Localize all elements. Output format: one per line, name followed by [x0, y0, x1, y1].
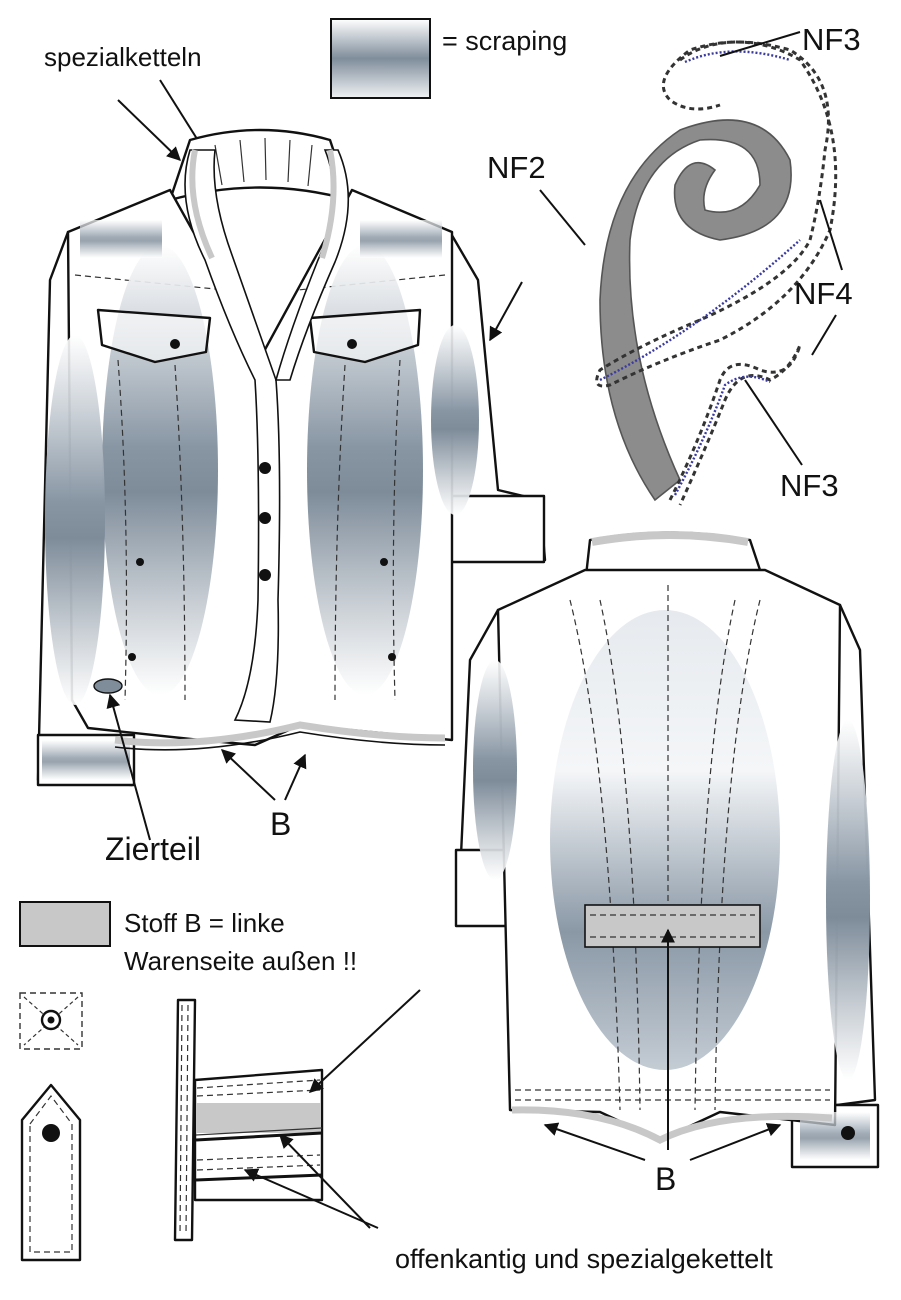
back-scraping-main [550, 610, 780, 1070]
hem-detail-band-bold [195, 1131, 323, 1142]
fabric-b-legend-swatch [19, 901, 111, 947]
front-scraping-left-shoulder [80, 220, 162, 258]
spezialketteln-label: spezialketteln [44, 42, 202, 72]
front-hem-band-outline [114, 731, 446, 751]
nf3-top-label: NF3 [802, 22, 861, 57]
nf2-label: NF2 [487, 150, 546, 185]
front-b-label: B [270, 806, 291, 842]
front-sleeve-tab-leader [489, 281, 523, 342]
hem-detail-leader-top [308, 989, 421, 1093]
nf3-bottom-label: NF3 [780, 468, 839, 503]
back-cuff-button [841, 1126, 855, 1140]
zierteil-ornament [93, 678, 123, 694]
front-jacket [36, 128, 547, 787]
zierteil-label: Zierteil [105, 831, 201, 867]
nf2-leader [539, 189, 586, 246]
back-waistband [584, 904, 761, 948]
nf3-top-leader [719, 31, 801, 57]
front-rivet-left [136, 558, 144, 566]
scraping-legend-swatch [330, 18, 431, 99]
hem-detail-stitch-top [196, 1079, 321, 1097]
front-hem-band [114, 721, 446, 747]
fabric-b-legend-line1: Stoff B = linke [124, 908, 285, 938]
front-rivet-right [380, 558, 388, 566]
back-scraping-left-sleeve [473, 660, 517, 880]
front-collar-pleats [214, 137, 313, 187]
motif-gray-swirl [599, 119, 792, 502]
back-hem-band [511, 1106, 833, 1144]
offenkantig-label: offenkantig und spezialgekettelt [395, 1244, 773, 1274]
front-button-1 [259, 462, 271, 474]
zierteil-leader [106, 693, 151, 841]
front-right-pocket-button [347, 339, 357, 349]
hem-detail-leader-mid [279, 1133, 371, 1229]
front-left-pocket-flap [96, 308, 212, 364]
back-jacket [454, 531, 880, 1169]
front-scraping-left-sleeve [45, 335, 105, 705]
front-scraping-left-panel [102, 245, 218, 695]
front-right-pocket-flap [308, 308, 422, 364]
back-b-leader-1 [543, 1122, 646, 1161]
fabric-b-legend-line2: Warenseite außen !! [124, 946, 357, 976]
motif-dashed-outline-top [595, 40, 838, 388]
back-hem-stitch [515, 1089, 830, 1101]
nf4-leader-2 [811, 314, 837, 356]
front-rivet-right-low [388, 653, 396, 661]
back-scraping-right-sleeve [826, 720, 870, 1080]
front-ruffle-edge-gray-right [319, 149, 337, 259]
front-scraping-left-cuff [42, 740, 130, 780]
front-button-2 [259, 512, 271, 524]
back-panel-seams [569, 585, 761, 1111]
nf3-bottom-leader [744, 379, 803, 466]
front-left-pocket-button [170, 339, 180, 349]
spezialketteln-leader-1 [117, 99, 182, 161]
hem-edge-detail [173, 989, 421, 1242]
front-ruffle-edge-gray [189, 149, 215, 260]
motif-blue-stitch-top [599, 50, 801, 382]
front-scraping-right-sleeve [431, 325, 479, 515]
hem-detail-band-line [195, 1127, 323, 1136]
front-b-leader-1 [220, 749, 276, 801]
nf4-label: NF4 [794, 276, 853, 311]
front-button-3 [259, 569, 271, 581]
motif-dashed-outline-bottom [668, 344, 802, 506]
scraping-legend-label: = scraping [442, 26, 567, 56]
front-left-panel-seam [117, 359, 186, 701]
motif-blue-stitch-bottom [673, 375, 771, 496]
back-b-leader-2 [689, 1123, 782, 1161]
front-right-panel-seam [334, 359, 401, 701]
hem-detail-leader-low [243, 1168, 379, 1229]
nf4-leader-1 [819, 199, 843, 271]
front-rivet-left-low [128, 653, 136, 661]
front-scraping-right-shoulder [360, 220, 442, 258]
rivet-detail-icon [19, 992, 83, 1050]
back-b-label: B [655, 1161, 676, 1197]
front-b-leader-2 [284, 753, 307, 801]
embroidery-motif [595, 40, 838, 506]
back-collar-edge [591, 531, 749, 546]
hem-detail-fabric-b [196, 1103, 321, 1133]
belt-tab-detail-icon [20, 1083, 82, 1262]
